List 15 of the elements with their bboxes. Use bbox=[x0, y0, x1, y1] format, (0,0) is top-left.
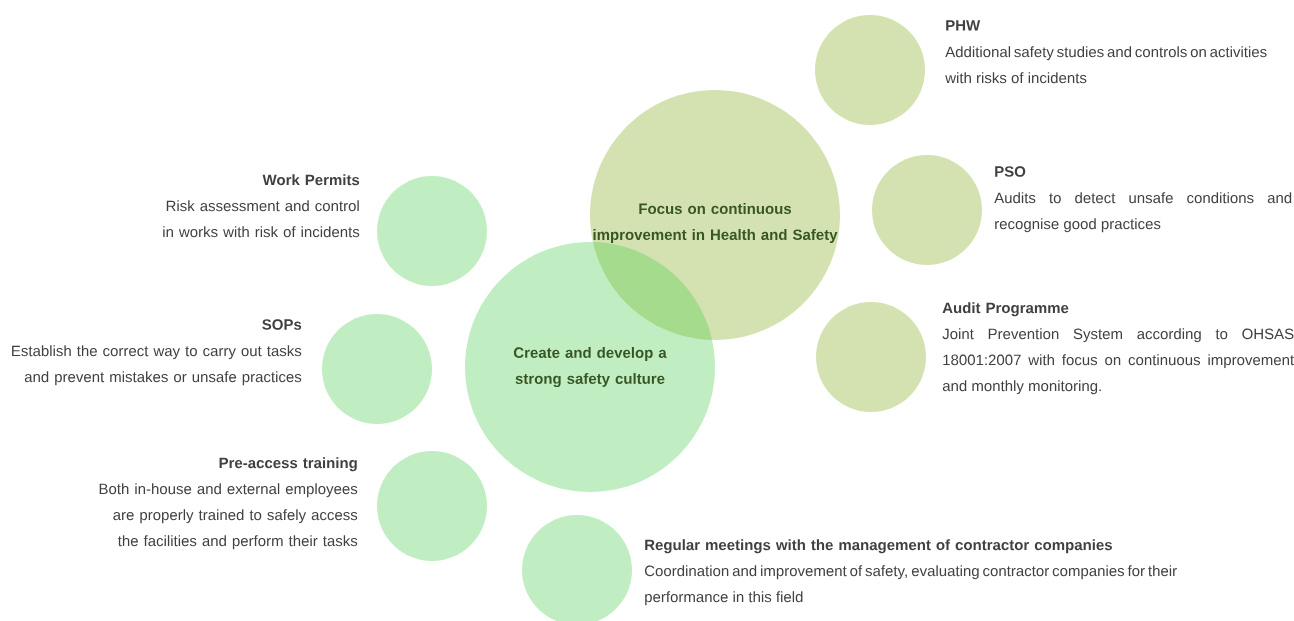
description-text: Establish the correct way to carry out tasks and prevent mistakes or unsafe practices bbox=[12, 345, 302, 386]
description-text: Both in-house and external employees are properly trained to safely access the facilities and perform their tasks bbox=[99, 483, 358, 550]
description-text: Coordination and improvement of safety, evaluating contractor companies for their performance in this field bbox=[645, 565, 1177, 606]
circle-label: Focus on continuous improvement in Health and Safety bbox=[593, 203, 838, 243]
heading-text: Regular meetings with the management of contractor companies bbox=[645, 539, 1112, 554]
description-text: Audits to detect unsafe conditions and recognise good practices bbox=[994, 192, 1292, 233]
heading-text: Work Permits bbox=[262, 174, 360, 186]
description-text: Additional safety studies and controls on activities with risks of incidents bbox=[945, 46, 1267, 84]
description-text: Risk assessment and control in works with risk of incidents bbox=[163, 200, 360, 238]
heading-text: SOPs bbox=[262, 319, 302, 330]
heading-text: Audit Programme bbox=[942, 302, 1069, 317]
heading-text: PSO bbox=[995, 166, 1026, 177]
description-text: Joint Prevention System according to OHSAS 18001:2007 with focus on continuous improvement and monthly monitoring. bbox=[942, 328, 1294, 395]
heading-text: PHW bbox=[946, 20, 981, 31]
heading-text: Pre-access training bbox=[219, 457, 357, 472]
